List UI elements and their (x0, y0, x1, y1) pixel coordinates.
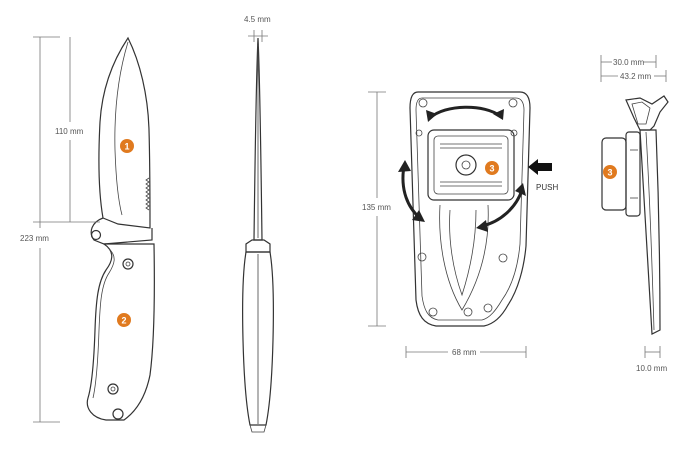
blade-serration (145, 177, 150, 211)
badge-blade (120, 139, 134, 153)
blade-grind-line (114, 41, 129, 216)
push-label: PUSH (536, 183, 558, 192)
sheath-front-view: PUSH 3 (398, 91, 558, 327)
sheath-bottom-width-label: 10.0 mm (636, 364, 667, 373)
sheath-side-view: 3 (601, 95, 669, 335)
lanyard-ring (90, 229, 102, 241)
sheath-height-label: 135 mm (362, 203, 391, 212)
badge-clip-front-number: 3 (489, 164, 494, 174)
sheath-side-body (639, 129, 661, 335)
knife-dimension-lines: 110 mm 223 mm (20, 36, 100, 423)
badge-blade-number: 1 (124, 142, 129, 152)
sheath-blade-cavity (439, 204, 489, 311)
knife-edge-view: 4.5 mm (242, 15, 274, 433)
push-arrow-icon (528, 159, 552, 175)
pommel-hole (112, 408, 124, 420)
sheath-dimension-lines: 135 mm 68 mm (362, 91, 527, 358)
handle-screw-bottom (107, 383, 119, 395)
knife-guard (90, 217, 153, 245)
handle-inner-line (92, 247, 115, 399)
edge-guard (245, 239, 271, 253)
sheath-side-clip (625, 95, 669, 131)
clip-center-screw (455, 154, 477, 176)
side-dimension-lines: 30.0 mm 43.2 mm 10.0 mm (600, 55, 667, 373)
knife-side-view: 1 2 (86, 36, 155, 421)
badge-clip-side (603, 165, 617, 179)
badge-clip-front (485, 161, 499, 175)
sheath-depth-small-label: 30.0 mm (613, 58, 644, 67)
badge-clip-side-number: 3 (607, 168, 612, 178)
handle-outline (86, 243, 155, 421)
handle-screw-top (122, 258, 134, 270)
badge-handle-number: 2 (121, 316, 126, 326)
sheath-outline (409, 91, 531, 327)
blade-length-label: 110 mm (55, 127, 84, 136)
blade-outline (98, 36, 151, 229)
sheath-width-label: 68 mm (452, 348, 477, 357)
overall-length-label: 223 mm (20, 234, 49, 243)
badge-handle (117, 313, 131, 327)
sheath-clip-plate (427, 129, 515, 201)
rotate-arrow-top (428, 105, 501, 120)
blade-thickness-label: 4.5 mm (244, 15, 271, 24)
sheath-depth-large-label: 43.2 mm (620, 72, 651, 81)
